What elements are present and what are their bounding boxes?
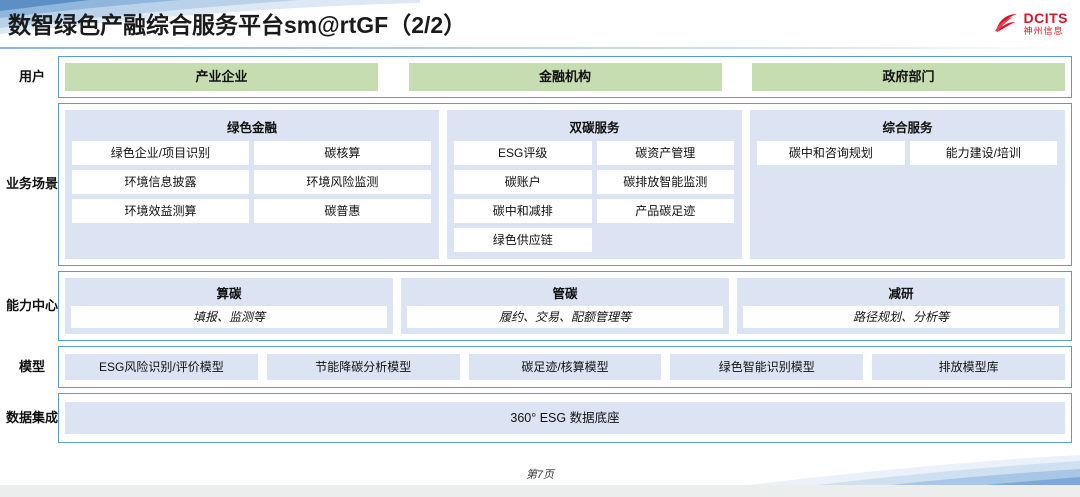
business-group-title: 双碳服务	[569, 121, 620, 135]
row-business-scenarios: 业务场景 绿色金融 绿色企业/项目识别 碳核算 环境信息披露 环境风险监测 环境…	[6, 103, 1072, 266]
capability-group-subtitle[interactable]: 履约、交易、配额管理等	[407, 306, 723, 328]
row-body-capability-center: 算碳 填报、监测等 管碳 履约、交易、配额管理等 减研 路径规划、分析等	[58, 271, 1072, 341]
row-data-integration: 数据集成 360° ESG 数据底座	[6, 393, 1072, 443]
business-group-title: 绿色金融	[226, 121, 277, 135]
business-cell[interactable]: 碳中和减排	[453, 199, 592, 223]
business-cell[interactable]: 绿色企业/项目识别	[72, 141, 249, 165]
row-body-business-scenarios: 绿色金融 绿色企业/项目识别 碳核算 环境信息披露 环境风险监测 环境效益测算 …	[58, 103, 1072, 266]
data-platform-chip[interactable]: 360° ESG 数据底座	[65, 402, 1065, 434]
business-cell[interactable]: 环境信息披露	[72, 170, 249, 194]
business-group-comprehensive: 综合服务 碳中和咨询规划 能力建设/培训	[750, 110, 1065, 259]
business-group-green-finance: 绿色金融 绿色企业/项目识别 碳核算 环境信息披露 环境风险监测 环境效益测算 …	[65, 110, 439, 259]
business-cell[interactable]: 碳资产管理	[596, 141, 735, 165]
business-cell[interactable]: ESG评级	[453, 141, 592, 165]
model-chip[interactable]: 排放模型库	[872, 354, 1065, 380]
model-chip[interactable]: 节能降碳分析模型	[266, 354, 460, 380]
title-divider	[0, 47, 1080, 49]
logo-text-en: DCITS	[1023, 9, 1068, 26]
row-label-capability-center: 能力中心	[6, 297, 59, 313]
model-chip[interactable]: 绿色智能识别模型	[670, 354, 864, 380]
brand-logo: DCITS 神州信息	[994, 8, 1069, 38]
business-cell[interactable]: 环境风险监测	[253, 170, 431, 194]
page-number: 第7页	[525, 469, 555, 481]
page-title: 数智绿色产融综合服务平台sm@rtGF（2/2）	[8, 12, 467, 38]
slide-header: 数智绿色产融综合服务平台sm@rtGF（2/2） DCITS 神州信息	[0, 0, 1080, 49]
architecture-diagram: 用户 产业企业 金融机构 政府部门 业务场景 绿色金融 绿色企业/项目识别 碳核…	[6, 56, 1072, 448]
user-chip[interactable]: 金融机构	[408, 63, 722, 91]
business-cell[interactable]: 绿色供应链	[453, 228, 592, 252]
row-body-user: 产业企业 金融机构 政府部门	[58, 56, 1072, 98]
model-chip[interactable]: 碳足迹/核算模型	[468, 354, 662, 380]
row-model: 模型 ESG风险识别/评价模型 节能降碳分析模型 碳足迹/核算模型 绿色智能识别…	[6, 346, 1072, 388]
row-label-data-integration: 数据集成	[6, 409, 59, 425]
row-label-user: 用户	[18, 68, 45, 84]
capability-group: 管碳 履约、交易、配额管理等	[401, 278, 729, 334]
business-cell[interactable]: 碳账户	[453, 170, 592, 194]
user-chip[interactable]: 产业企业	[65, 63, 378, 91]
capability-group-subtitle[interactable]: 填报、监测等	[71, 306, 387, 328]
footer-band	[0, 485, 1080, 497]
business-cell[interactable]: 能力建设/培训	[909, 141, 1057, 165]
business-group-dual-carbon: 双碳服务 ESG评级 碳资产管理 碳账户 碳排放智能监测 碳中和减排 产品碳足迹…	[446, 110, 743, 259]
dcits-swoosh-icon	[994, 12, 1020, 34]
capability-group-subtitle[interactable]: 路径规划、分析等	[743, 306, 1059, 328]
business-cell[interactable]: 碳核算	[253, 141, 431, 165]
capability-group: 算碳 填报、监测等	[65, 278, 393, 334]
capability-group-title: 算碳	[216, 287, 242, 301]
user-chip[interactable]: 政府部门	[752, 63, 1065, 91]
capability-group-title: 减研	[888, 287, 914, 301]
business-cell[interactable]: 环境效益测算	[72, 199, 249, 223]
row-user: 用户 产业企业 金融机构 政府部门	[6, 56, 1072, 98]
row-label-model: 模型	[18, 358, 45, 374]
row-body-model: ESG风险识别/评价模型 节能降碳分析模型 碳足迹/核算模型 绿色智能识别模型 …	[58, 346, 1072, 388]
row-body-data-integration: 360° ESG 数据底座	[58, 393, 1072, 443]
logo-text-cn: 神州信息	[1023, 25, 1064, 36]
business-cell[interactable]: 碳排放智能监测	[596, 170, 735, 194]
capability-group: 减研 路径规划、分析等	[737, 278, 1065, 334]
capability-group-title: 管碳	[552, 287, 578, 301]
business-cell[interactable]: 产品碳足迹	[596, 199, 735, 223]
row-capability-center: 能力中心 算碳 填报、监测等 管碳 履约、交易、配额管理等 减研 路径规划、分析…	[6, 271, 1072, 341]
business-cell[interactable]: 碳普惠	[253, 199, 431, 223]
row-label-business-scenarios: 业务场景	[6, 176, 59, 192]
business-group-title: 综合服务	[882, 121, 933, 135]
model-chip[interactable]: ESG风险识别/评价模型	[65, 354, 258, 380]
business-cell[interactable]: 碳中和咨询规划	[757, 141, 905, 165]
